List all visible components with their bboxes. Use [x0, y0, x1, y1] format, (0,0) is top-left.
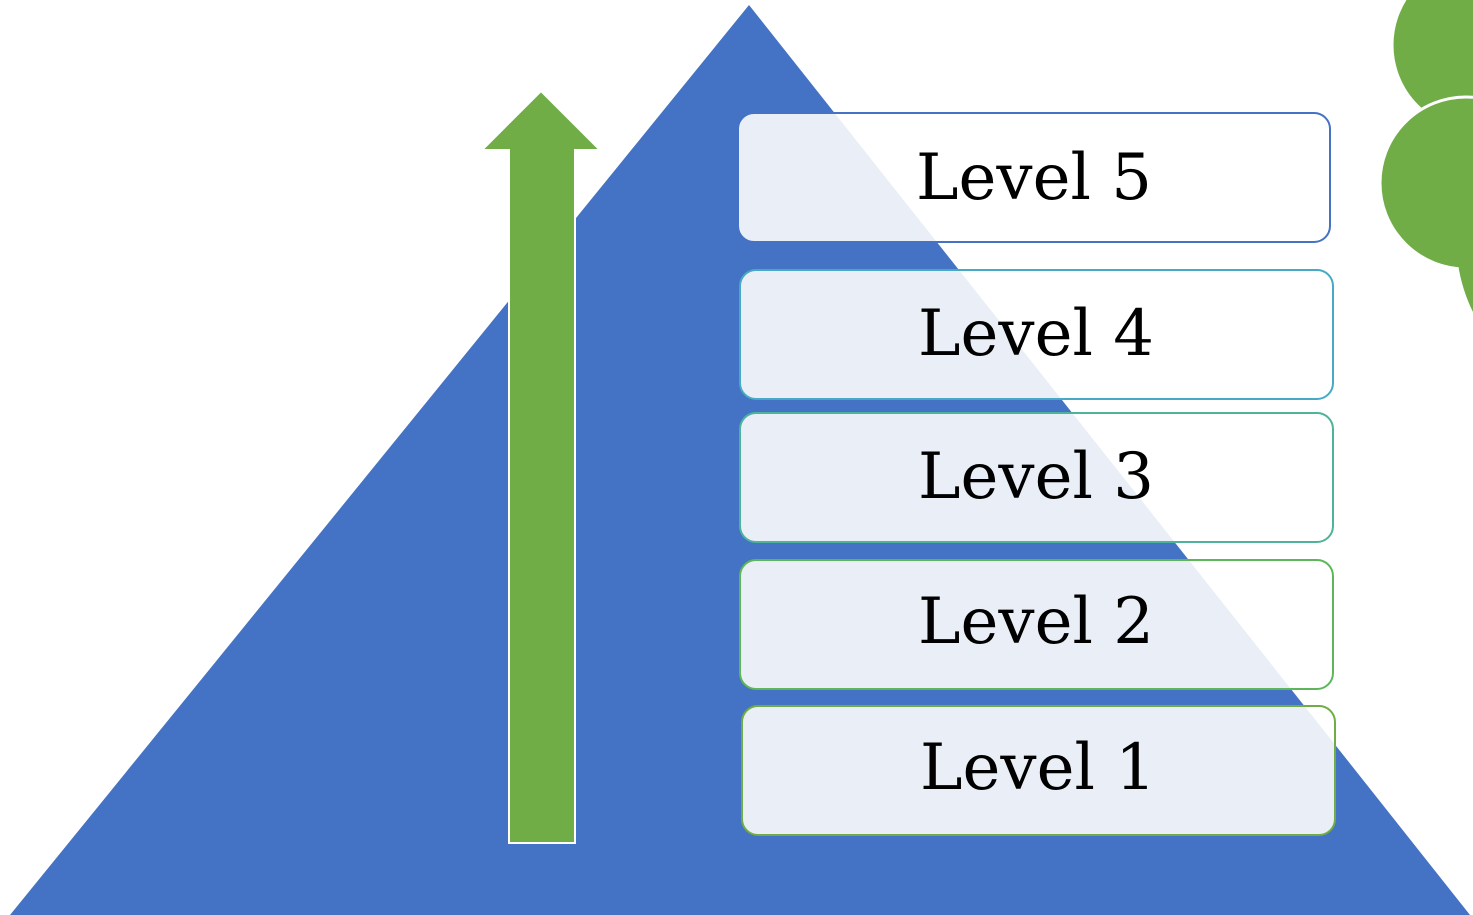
level-box-1: Level 1 [741, 705, 1336, 836]
up-arrow [479, 89, 603, 844]
level-3-label: Level 3 [918, 440, 1154, 514]
decorative-circles [1378, 0, 1473, 312]
level-1-label: Level 1 [920, 731, 1156, 805]
level-2-label: Level 2 [918, 585, 1154, 659]
level-box-2: Level 2 [739, 559, 1334, 690]
level-box-3: Level 3 [739, 412, 1334, 543]
level-box-5: Level 5 [737, 112, 1331, 243]
green-circle-bottom [1458, 264, 1473, 312]
level-5-label: Level 5 [916, 141, 1152, 215]
level-box-4: Level 4 [739, 269, 1334, 400]
level-4-label: Level 4 [918, 297, 1154, 371]
green-circle-middle [1378, 95, 1473, 271]
